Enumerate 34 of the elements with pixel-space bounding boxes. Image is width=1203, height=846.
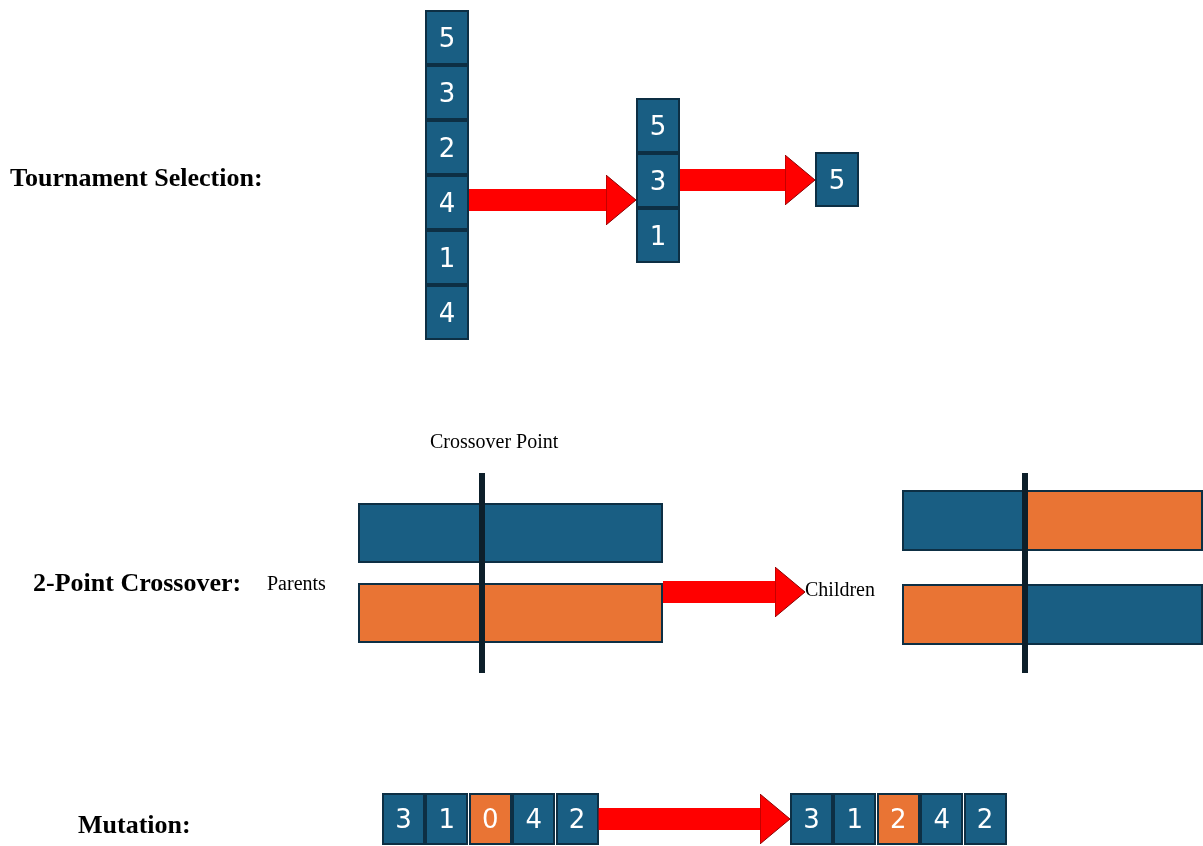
section-title: 2-Point Crossover: [33, 568, 242, 598]
number-tile: 0 [468, 793, 512, 845]
chromosome-bar [358, 583, 663, 643]
number-tile: 5 [815, 152, 859, 207]
number-tile: 1 [425, 230, 469, 285]
number-tile: 1 [636, 208, 680, 263]
number-tile: 3 [382, 793, 425, 845]
number-tile: 3 [790, 793, 833, 845]
number-tile: 5 [425, 10, 469, 65]
chromosome-bar [902, 490, 1203, 551]
number-tile: 2 [425, 120, 469, 175]
number-tile: 1 [425, 793, 469, 845]
section-title: Mutation: [78, 810, 191, 840]
number-tile: 2 [963, 793, 1007, 845]
arrow [598, 793, 791, 845]
chromosome-bar [358, 503, 663, 563]
number-tile: 4 [920, 793, 964, 845]
number-tile: 2 [555, 793, 599, 845]
number-tile: 5 [636, 98, 680, 153]
number-tile: 3 [425, 65, 469, 120]
number-tile: 3 [636, 153, 680, 208]
number-tile: 2 [876, 793, 920, 845]
number-tile: 1 [833, 793, 877, 845]
arrow [680, 154, 816, 206]
number-tile: 4 [425, 285, 469, 340]
group-label: Children [805, 578, 875, 601]
arrow [469, 174, 637, 226]
number-tile: 4 [425, 175, 469, 230]
number-tile: 4 [512, 793, 556, 845]
crossover-point-label: Crossover Point [430, 430, 559, 453]
chromosome-bar [902, 584, 1203, 645]
section-title: Tournament Selection: [10, 163, 263, 193]
arrow [663, 566, 806, 618]
group-label: Parents [267, 572, 326, 595]
